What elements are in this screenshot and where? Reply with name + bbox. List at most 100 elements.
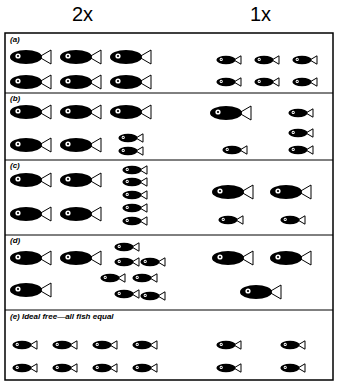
- fish: [10, 138, 51, 152]
- fish-pupil: [97, 367, 98, 368]
- fish-eye: [115, 53, 120, 58]
- fish-body: [110, 75, 142, 89]
- fish-pupil: [137, 277, 138, 278]
- fish: [212, 185, 253, 199]
- fish-body: [100, 274, 119, 282]
- fish-eye: [126, 219, 129, 222]
- fish: [60, 173, 101, 187]
- fish: [288, 109, 313, 117]
- fish: [122, 178, 147, 186]
- fish-body: [254, 56, 273, 64]
- fish: [216, 341, 241, 349]
- fish-eye: [126, 168, 129, 171]
- fish-pupil: [67, 143, 69, 145]
- fish-pupil: [127, 207, 128, 208]
- fish-body: [10, 283, 42, 297]
- fish-pupil: [293, 149, 294, 150]
- fish-pupil: [221, 59, 222, 60]
- fish: [288, 146, 313, 154]
- fish: [114, 243, 139, 251]
- fish: [140, 292, 165, 300]
- fish-pupil: [67, 212, 69, 214]
- fish: [10, 75, 51, 89]
- fish-pupil: [127, 181, 128, 182]
- fish-eye: [115, 108, 120, 113]
- fish: [60, 105, 101, 119]
- fish: [240, 285, 281, 299]
- fish-eye: [118, 245, 121, 248]
- fish: [280, 364, 305, 372]
- fish: [122, 191, 147, 199]
- fish-eye: [126, 206, 129, 209]
- fish: [140, 258, 165, 266]
- panel-divider: [5, 160, 333, 161]
- patch-header: 2x: [72, 4, 93, 24]
- fish-body: [122, 166, 141, 174]
- fish-pupil: [119, 293, 120, 294]
- fish-eye: [15, 78, 20, 83]
- fish-pupil: [127, 220, 128, 221]
- fish-body: [122, 204, 141, 212]
- fish-body: [132, 274, 151, 282]
- fish-body: [280, 341, 299, 349]
- fish-body: [60, 50, 92, 64]
- fish-pupil: [17, 212, 19, 214]
- fish: [254, 56, 279, 64]
- fish: [10, 251, 51, 265]
- fish-pupil: [17, 110, 19, 112]
- fish-body: [10, 173, 42, 187]
- fish-body: [118, 147, 137, 155]
- fish: [222, 146, 247, 154]
- fish: [122, 204, 147, 212]
- fish: [10, 283, 51, 297]
- fish-body: [60, 105, 92, 119]
- fish-eye: [284, 366, 287, 369]
- fish-eye: [136, 366, 139, 369]
- fish-eye: [96, 343, 99, 346]
- fish-eye: [118, 260, 121, 263]
- fish-body: [60, 138, 92, 152]
- fish-eye: [15, 286, 20, 291]
- fish: [60, 207, 101, 221]
- fish: [270, 185, 311, 199]
- fish-pupil: [277, 256, 279, 258]
- fish: [254, 78, 279, 86]
- fish-eye: [15, 53, 20, 58]
- fish-eye: [284, 218, 287, 221]
- fish: [280, 216, 305, 224]
- fish: [118, 134, 143, 142]
- fish: [216, 364, 241, 372]
- fish-pupil: [17, 143, 19, 145]
- fish-eye: [56, 343, 59, 346]
- fish-pupil: [17, 256, 19, 258]
- panel-label: (c): [9, 162, 21, 170]
- fish-pupil: [277, 190, 279, 192]
- fish-pupil: [259, 59, 260, 60]
- fish-body: [10, 251, 42, 265]
- fish: [52, 341, 77, 349]
- panel-label: (e) Ideal free—all fish equal: [9, 313, 115, 321]
- fish-body: [254, 78, 273, 86]
- fish-pupil: [285, 219, 286, 220]
- fish-eye: [15, 254, 20, 259]
- fish-eye: [118, 292, 121, 295]
- fish: [110, 75, 151, 89]
- fish-eye: [136, 276, 139, 279]
- fish-eye: [296, 80, 299, 83]
- fish-eye: [15, 210, 20, 215]
- fish-eye: [65, 78, 70, 83]
- fish-body: [280, 364, 299, 372]
- fish-body: [292, 56, 311, 64]
- fish: [122, 217, 147, 225]
- fish-eye: [144, 294, 147, 297]
- fish-pupil: [293, 132, 294, 133]
- fish-eye: [15, 108, 20, 113]
- fish-eye: [215, 109, 220, 114]
- fish: [10, 173, 51, 187]
- fish-pupil: [145, 295, 146, 296]
- fish-pupil: [221, 344, 222, 345]
- fish-body: [210, 106, 242, 120]
- fish-eye: [220, 366, 223, 369]
- fish-pupil: [247, 290, 249, 292]
